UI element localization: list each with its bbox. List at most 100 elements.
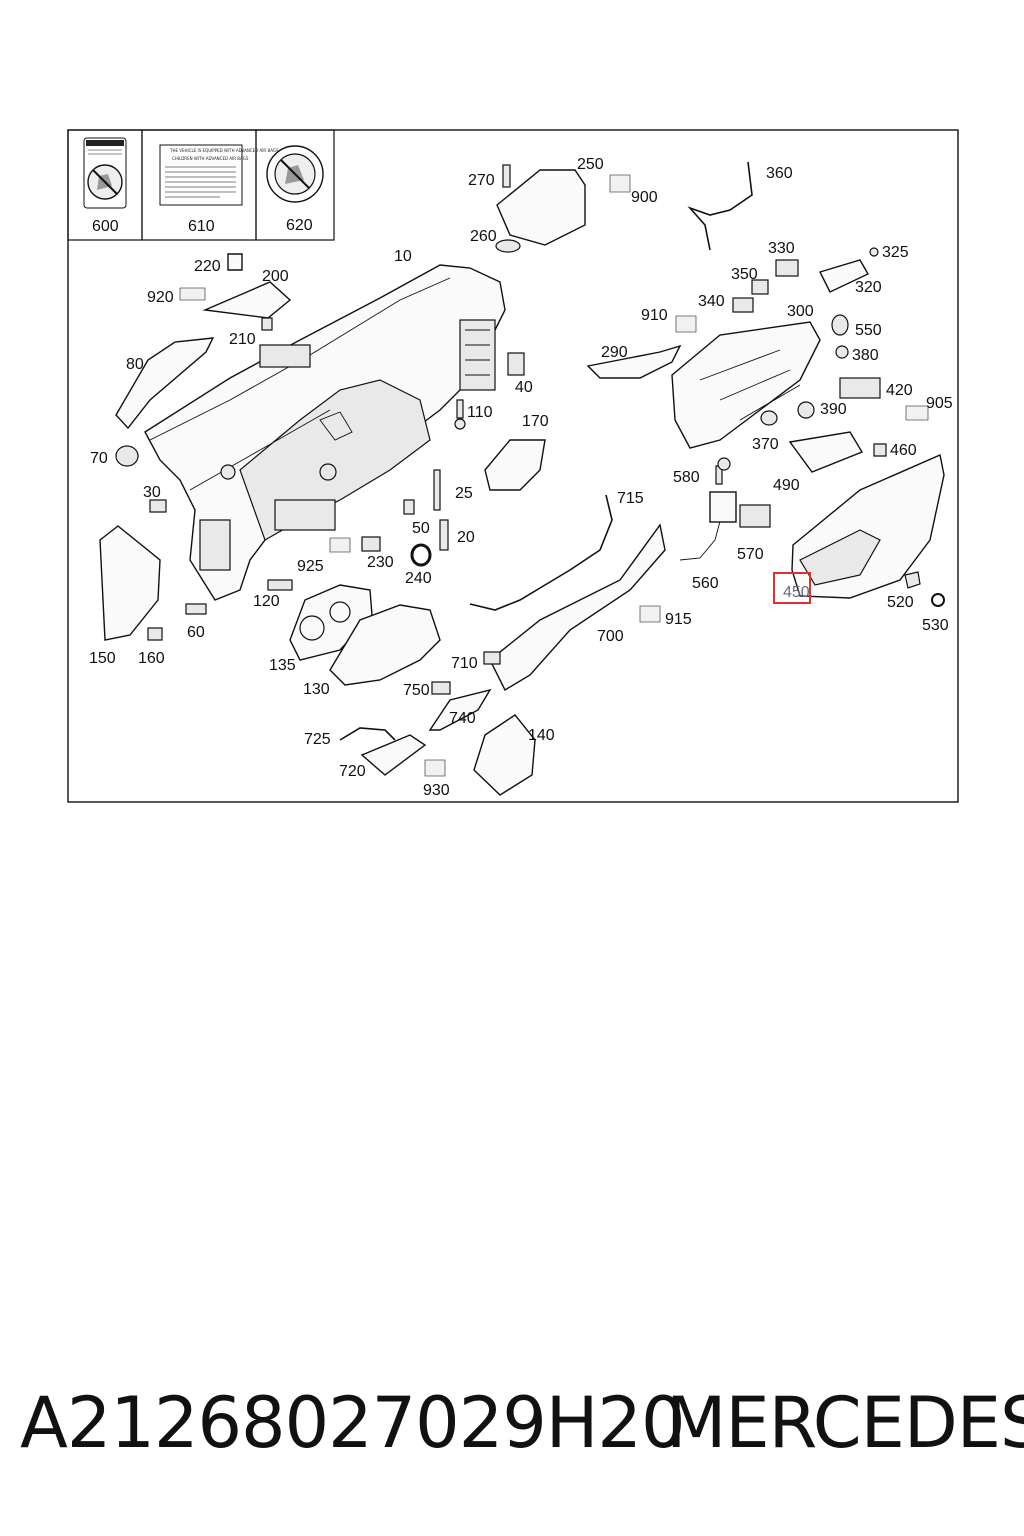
part-900-tag [609,174,631,193]
sticker-610-title: THE VEHICLE IS EQUIPPED WITH ADVANCED AI… [169,148,279,153]
part-70-vent [115,445,139,467]
label-135: 135 [269,657,296,674]
part-370-grommet [760,410,778,426]
part-270-screw [502,164,511,188]
label-10: 10 [394,248,412,265]
part-250-center-display [496,169,586,246]
part-715-wire [469,494,613,611]
part-490-bracket [788,431,864,473]
label-930: 930 [423,782,450,799]
label-720: 720 [339,763,366,780]
part-550-clip [831,314,849,336]
part-570-plate-b [709,491,737,523]
part-450-glovebox-inner [799,529,881,586]
highlight-box-450 [773,572,811,604]
label-925: 925 [297,558,324,575]
label-270: 270 [468,172,495,189]
label-150: 150 [89,650,116,667]
label-380: 380 [852,347,879,364]
label-240: 240 [405,570,432,587]
sticker-620-icon [266,145,324,203]
part-580-screw [715,457,731,485]
label-750: 750 [403,682,430,699]
label-530: 530 [922,617,949,634]
part-80-top-panel [115,337,215,430]
part-number: A21268027029H20 [20,1382,685,1464]
label-160: 160 [138,650,165,667]
label-420: 420 [886,382,913,399]
part-40-clip [507,352,525,376]
label-600: 600 [92,218,119,235]
label-340: 340 [698,293,725,310]
label-490: 490 [773,477,800,494]
part-560-bracket [679,509,724,561]
label-130: 130 [303,681,330,698]
part-930-tag [424,759,446,777]
part-25-bolt [433,469,441,511]
part-120-clip [267,579,293,591]
caption: A21268027029H20 MERCEDES [0,1378,1024,1488]
part-340-switch [732,297,754,313]
sticker-box-620 [255,129,335,241]
label-25: 25 [455,485,473,502]
sticker-600-icon [83,137,127,209]
part-325-screw [869,247,879,257]
part-210-clip [261,317,273,331]
part-30-clip [149,499,167,513]
label-390: 390 [820,401,847,418]
part-330-connector [775,259,799,277]
label-560: 560 [692,575,719,592]
label-230: 230 [367,554,394,571]
part-905-tag [905,405,929,421]
part-750-clip [431,681,451,695]
part-50-clip [403,499,415,515]
label-550: 550 [855,322,882,339]
part-460-clip [873,443,887,457]
label-210: 210 [229,331,256,348]
part-740-trim [428,688,492,731]
label-710: 710 [451,655,478,672]
label-50: 50 [412,520,430,537]
label-700: 700 [597,628,624,645]
label-120: 120 [253,593,280,610]
label-80: 80 [126,356,144,373]
label-70: 70 [90,450,108,467]
label-30: 30 [143,484,161,501]
label-610: 610 [188,218,215,235]
label-140: 140 [528,727,555,744]
label-910: 910 [641,307,668,324]
label-170: 170 [522,413,549,430]
part-160-clip [147,627,163,641]
part-420-switch [839,377,881,399]
label-740: 740 [449,710,476,727]
label-110: 110 [467,404,493,421]
part-925-tag [329,537,351,553]
label-370: 370 [752,436,779,453]
label-570: 570 [737,546,764,563]
label-320: 320 [855,279,882,296]
part-220-clip [227,253,243,271]
label-920: 920 [147,289,174,306]
part-20-bolt [439,519,449,551]
part-570-plate [739,504,771,528]
part-170-display [484,439,546,491]
part-725-wire [339,727,396,741]
part-520-screw [904,571,921,589]
part-130-cluster-housing [329,604,441,686]
label-460: 460 [890,442,917,459]
label-450: 450 [783,584,810,601]
sticker-610-icon: THE VEHICLE IS EQUIPPED WITH ADVANCED AI… [159,144,279,206]
label-325: 325 [882,244,909,261]
part-710-clip [483,651,501,665]
part-700-center-trim [489,523,666,691]
part-10-dashboard [144,264,506,601]
part-240-ring [410,543,432,567]
label-40: 40 [515,379,533,396]
diagram-frame [67,129,959,803]
part-230-switch [361,536,381,552]
part-290-duct [586,344,682,379]
label-905: 905 [926,395,953,412]
part-350-connector [751,279,769,295]
part-110-screw [454,399,466,430]
